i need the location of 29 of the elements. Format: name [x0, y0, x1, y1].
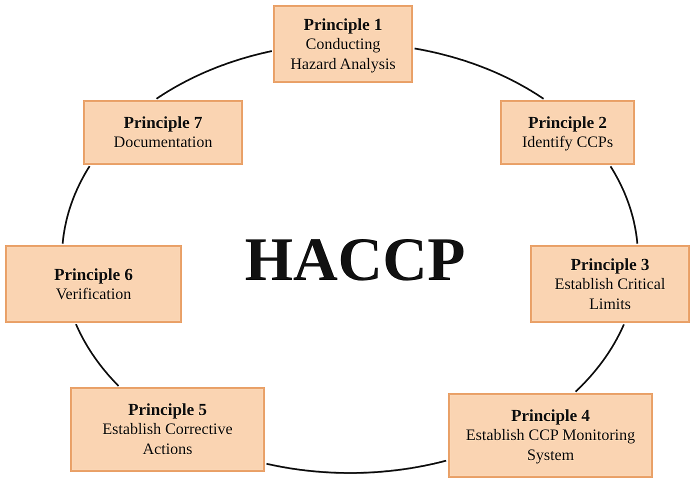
center-title: HACCP	[244, 225, 466, 296]
principle-box	[70, 387, 265, 472]
principle-box	[273, 5, 413, 83]
connector-arc	[610, 166, 638, 244]
principle-heading: Principle 7	[124, 112, 202, 133]
connector-arc	[75, 324, 120, 387]
principle-description: Establish Critical Limits	[554, 274, 666, 314]
principle-heading: Principle 3	[570, 254, 650, 274]
principle-heading: Principle 5	[128, 399, 207, 420]
principle-heading: Principle 4	[511, 405, 590, 426]
principle-box	[83, 100, 243, 165]
principle-description: Identify CCPs	[522, 133, 614, 153]
connector-arc	[574, 324, 625, 392]
principle-heading: Principle 6	[54, 264, 133, 284]
principle-description: Verification	[56, 284, 132, 304]
principle-box	[5, 245, 182, 323]
connector-arc	[156, 50, 272, 100]
principle-box	[448, 393, 653, 478]
connector-arc	[414, 48, 544, 100]
principle-box	[530, 245, 690, 323]
connector-arc	[62, 166, 90, 244]
principle-description: Documentation	[114, 133, 212, 153]
connector-arc	[266, 460, 446, 474]
principle-heading: Principle 1	[304, 14, 382, 34]
principle-box	[500, 100, 635, 165]
principle-description: Establish CCP Monitoring System	[464, 426, 636, 466]
principle-description: Establish Corrective Actions	[101, 420, 234, 460]
principle-heading: Principle 2	[528, 112, 607, 133]
principle-description: Conducting Hazard Analysis	[289, 34, 397, 74]
